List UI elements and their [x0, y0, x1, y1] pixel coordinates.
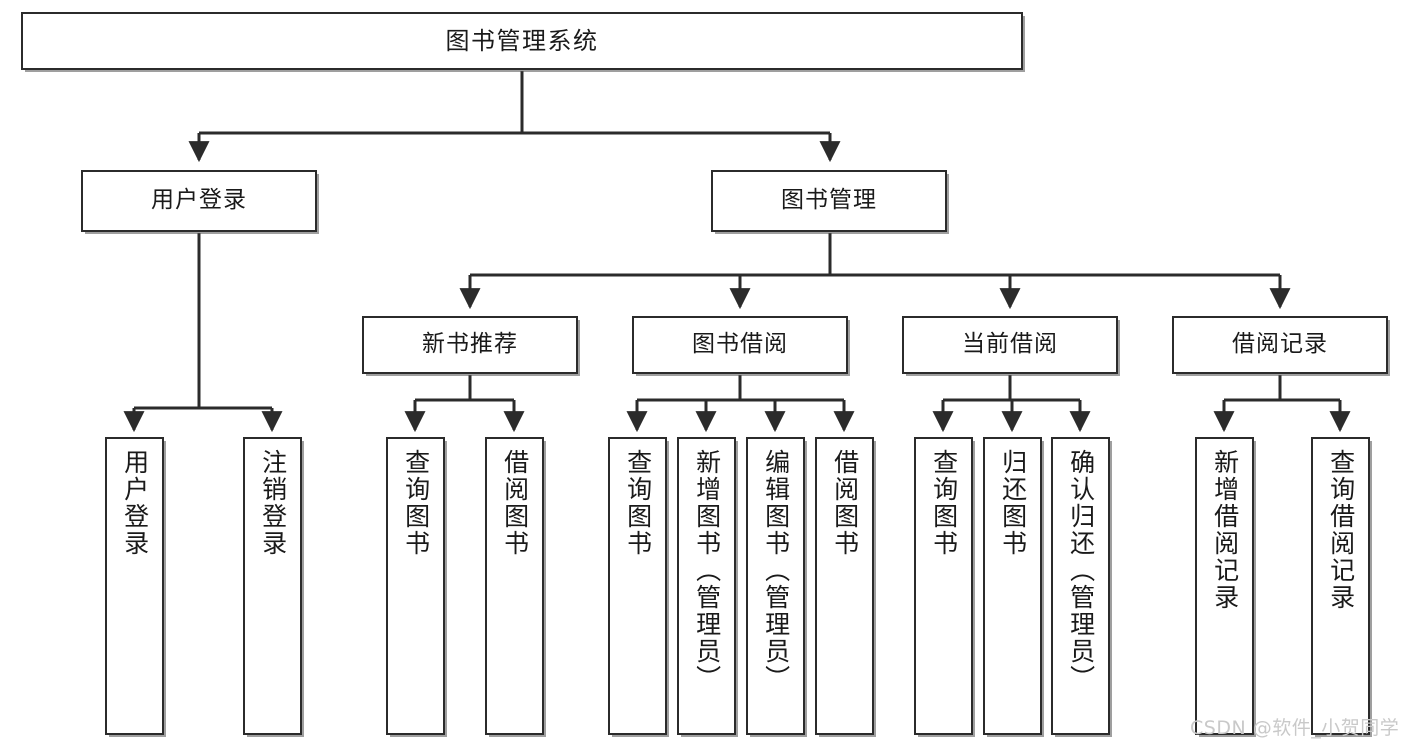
- node-user-login[interactable]: 用户登录: [81, 170, 317, 232]
- node-label: 注销登录: [258, 449, 288, 557]
- node-label: 查询图书: [623, 449, 653, 557]
- node-label: 用户登录: [151, 187, 247, 214]
- node-system-root[interactable]: 图书管理系统: [21, 12, 1023, 70]
- node-label: 查询图书: [929, 449, 959, 557]
- leaf-recommend-borrow-book[interactable]: 借阅图书: [485, 437, 544, 735]
- leaf-borrow-edit-book[interactable]: 编辑图书（管理员）: [746, 437, 805, 735]
- leaf-borrow-add-book[interactable]: 新增图书（管理员）: [677, 437, 736, 735]
- node-label: 图书借阅: [692, 331, 788, 358]
- node-current-borrow[interactable]: 当前借阅: [902, 316, 1118, 374]
- node-label: 归还图书: [998, 449, 1028, 557]
- leaf-current-confirm-return[interactable]: 确认归还（管理员）: [1051, 437, 1110, 735]
- node-label: 当前借阅: [962, 331, 1058, 358]
- node-label: 图书管理系统: [445, 26, 599, 55]
- leaf-record-query-record[interactable]: 查询借阅记录: [1311, 437, 1370, 735]
- node-label: 新增图书（管理员）: [692, 449, 722, 692]
- node-label: 借阅图书: [500, 449, 530, 557]
- node-label: 用户登录: [120, 449, 150, 557]
- node-book-borrow[interactable]: 图书借阅: [632, 316, 848, 374]
- node-label: 借阅记录: [1232, 331, 1328, 358]
- node-label: 确认归还（管理员）: [1066, 449, 1096, 692]
- leaf-borrow-query-book[interactable]: 查询图书: [608, 437, 667, 735]
- leaf-record-add-record[interactable]: 新增借阅记录: [1195, 437, 1254, 735]
- leaf-borrow-borrow-book[interactable]: 借阅图书: [815, 437, 874, 735]
- node-borrow-record[interactable]: 借阅记录: [1172, 316, 1388, 374]
- leaf-user-login-signout[interactable]: 注销登录: [243, 437, 302, 735]
- leaf-recommend-query-book[interactable]: 查询图书: [386, 437, 445, 735]
- node-label: 图书管理: [781, 187, 877, 214]
- node-book-management[interactable]: 图书管理: [711, 170, 947, 232]
- node-label: 新书推荐: [422, 331, 518, 358]
- csdn-watermark: CSDN @软件_小贺同学: [1190, 717, 1400, 739]
- node-label: 查询借阅记录: [1326, 449, 1356, 611]
- node-label: 新增借阅记录: [1210, 449, 1240, 611]
- node-label: 查询图书: [401, 449, 431, 557]
- node-new-book-recommend[interactable]: 新书推荐: [362, 316, 578, 374]
- leaf-current-return-book[interactable]: 归还图书: [983, 437, 1042, 735]
- leaf-current-query-book[interactable]: 查询图书: [914, 437, 973, 735]
- leaf-user-login-signin[interactable]: 用户登录: [105, 437, 164, 735]
- node-label: 编辑图书（管理员）: [761, 449, 791, 692]
- node-label: 借阅图书: [830, 449, 860, 557]
